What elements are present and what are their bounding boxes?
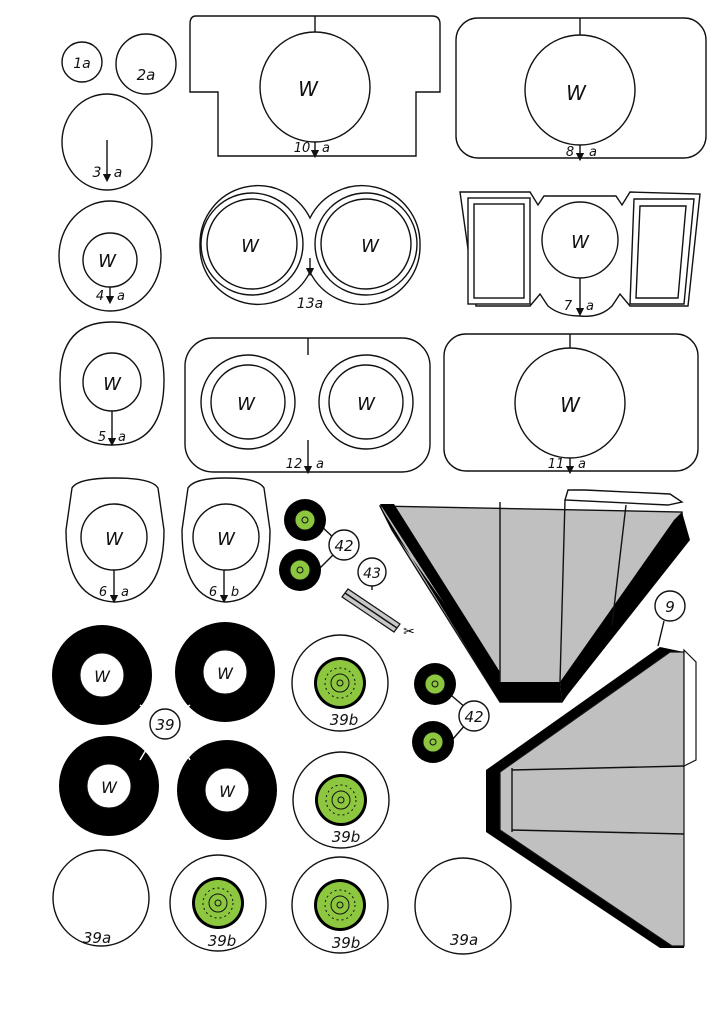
part-39a-disc-2: 39a [414,857,512,955]
part-39b-label-2: 39b [332,828,361,846]
part-7a-number: 7 [564,299,573,314]
part-6a-number: 6 [99,585,107,600]
part-39-tyres: W W W W 39 [52,622,277,840]
part-13a-right-window-mark: W [361,236,380,257]
part-39a-label-1: 39a [83,929,111,947]
part-2a: 2a [115,33,177,95]
part-4a-number: 4 [96,289,104,304]
part-6b-number: 6 [209,585,217,600]
part-11a-window-mark: W [560,393,581,417]
part-8a-suffix: a [589,145,597,160]
part-10a-suffix: a [322,141,330,156]
part-12a-suffix: a [316,457,324,472]
part-5a-window-mark: W [103,374,122,395]
tyre-4-window-mark: W [219,782,236,801]
part-42-wheels-upper: 42 [279,499,360,591]
part-2a-label: 2a [137,66,156,84]
part-39a-label-2: 39a [450,931,478,949]
part-6b: W 6 b [181,477,271,604]
part-5a: W 5 a [59,321,165,447]
part-9-lower [486,647,697,948]
part-11a: W 11 a [443,333,699,475]
part-8a-window-mark: W [566,81,587,105]
part-4a-suffix: a [117,289,125,304]
part-4a: W 4 a [58,200,162,312]
part-39a-disc-1: 39a [52,849,150,947]
part-8a-number: 8 [566,145,574,160]
part-9-upper: 9 [378,489,690,703]
part-9-label: 9 [665,598,675,616]
part-5a-suffix: a [118,430,126,445]
part-1a-label: 1a [73,56,91,72]
part-12a-number: 12 [286,457,303,472]
part-6b-window-mark: W [217,529,236,550]
part-1a: 1a [61,41,103,83]
part-39b-hub-1: 39b [291,634,389,732]
part-4a-window-mark: W [98,251,117,272]
part-13a-label: 13a [297,296,323,312]
tyre-2-window-mark: W [217,664,234,683]
part-10a: W 10 a [189,15,441,159]
part-3a-number: 3 [93,165,102,181]
part-42-wheels-lower: 42 [412,663,490,763]
tyre-1-window-mark: W [94,667,111,686]
part-39b-label-1: 39b [330,711,359,729]
part-7a-window-mark: W [571,232,590,253]
part-7a: W 7 a [459,191,701,317]
part-43: ✂ 43 [341,557,415,640]
part-12a: W W 12 a [184,337,431,475]
part-6a-suffix: a [121,585,129,600]
part-6a: W 6 a [65,477,165,604]
part-13a: W W 13a [199,184,421,312]
tyre-3-window-mark: W [101,778,118,797]
part-13a-left-window-mark: W [241,236,260,257]
part-39b-label-3: 39b [208,932,237,950]
part-3a-suffix: a [114,165,123,181]
scissors-icon: ✂ [403,624,415,640]
part-10a-window-mark: W [298,77,319,101]
part-39-label: 39 [155,716,174,734]
part-42-label-lower: 42 [464,708,483,726]
part-43-label: 43 [363,566,381,582]
part-10a-number: 10 [294,141,311,156]
part-39b-hub-2: 39b [292,751,390,849]
part-6a-window-mark: W [105,529,124,550]
part-39b-hub-3: 39b [169,854,267,952]
part-8a: W 8 a [455,17,707,162]
part-3a: 3 a [61,93,153,191]
part-39b-label-4: 39b [332,934,361,952]
part-11a-number: 11 [548,457,565,472]
part-42-label-upper: 42 [334,537,353,555]
part-5a-number: 5 [98,430,106,445]
part-6b-suffix: b [231,585,239,600]
part-11a-suffix: a [578,457,586,472]
part-7a-suffix: a [586,299,594,314]
part-12a-left-window-mark: W [237,394,256,415]
part-12a-right-window-mark: W [357,394,376,415]
part-39b-hub-4: 39b [291,856,389,954]
